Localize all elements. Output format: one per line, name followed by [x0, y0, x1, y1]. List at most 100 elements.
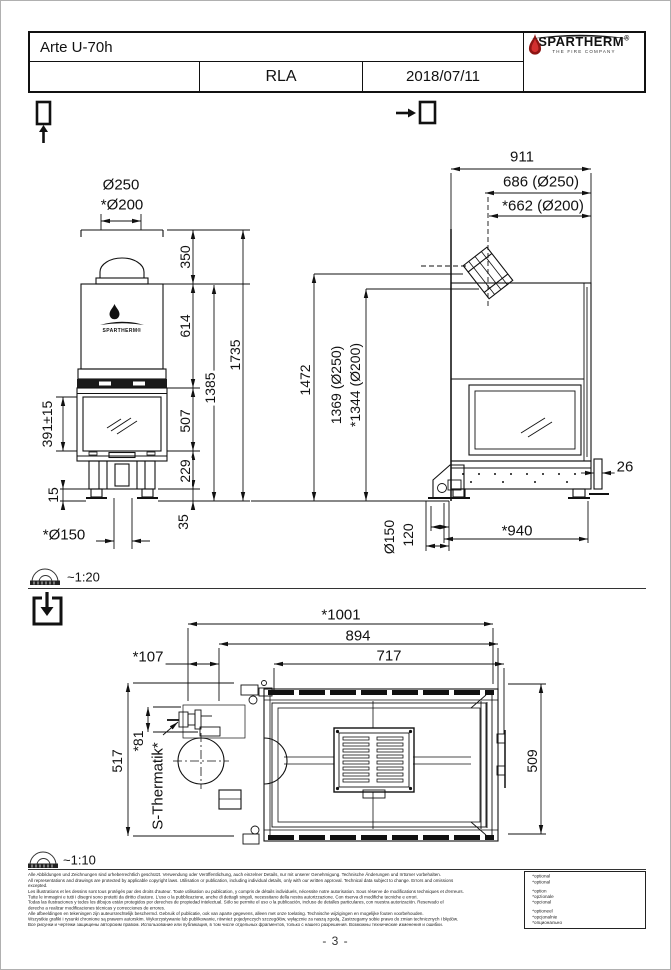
dim-front-glass-height: 507 — [177, 407, 193, 435]
plan-view-dimensions — [125, 621, 546, 837]
section-divider-1 — [28, 588, 646, 589]
drawing-logo-swoosh — [100, 321, 144, 325]
drawing-flame-icon — [109, 304, 120, 320]
rear-connector — [218, 789, 242, 810]
text-line: Les illustrations et les dessins sont to… — [28, 888, 464, 894]
text-line: *opcjonalnie — [532, 914, 558, 920]
plan-view-drawing — [167, 680, 506, 845]
dim-side-floor-flue: Ø150 — [381, 517, 397, 557]
dim-side-flue-height-200: *1344 (Ø200) — [347, 340, 363, 430]
logo-swoosh — [531, 34, 629, 39]
dim-side-base-depth: *940 — [499, 522, 535, 540]
front-view-dimensions — [53, 214, 250, 544]
side-view-dimensions — [251, 166, 617, 549]
text-line: derecho a realizar modificaciones técnic… — [28, 905, 166, 911]
dim-plan-depth-left: 517 — [109, 747, 125, 775]
text-line: *opzionale — [532, 893, 554, 900]
front-view-icon — [35, 100, 52, 143]
s-thermatik-valve — [167, 704, 246, 739]
base — [88, 460, 156, 490]
dim-front-foot-height: 15 — [45, 485, 61, 505]
dim-plan-depth-right: 509 — [524, 747, 540, 775]
convection-grille — [333, 727, 415, 799]
foot-right — [141, 488, 154, 498]
text-line: excepted. — [28, 883, 48, 889]
door-handle — [496, 730, 506, 788]
text-line: *optional — [532, 879, 551, 885]
scale-plan: ~1:10 — [63, 852, 96, 868]
brand-tagline: THE FIRE COMPANY — [552, 49, 616, 55]
scale-icon-elevations — [29, 568, 61, 586]
dim-plan-offset-81: *81 — [130, 728, 146, 754]
plan-front-frame — [480, 691, 493, 839]
scale-icon-plan — [27, 851, 59, 869]
text-line: All representations and drawings are pro… — [28, 877, 454, 883]
dim-front-height-1385: 1385 — [202, 370, 218, 406]
text-line: *опционально — [532, 919, 563, 925]
drawing-logo-text: SPARTHERM® — [102, 328, 142, 334]
dim-front-flue-diameter: Ø250 — [100, 176, 142, 194]
flame-icon — [528, 33, 542, 55]
optional-notes-group-3: *optioneel*opcjonalnie*опционально — [532, 908, 645, 925]
side-body — [450, 282, 592, 462]
dim-front-bottom-offset: 35 — [175, 512, 191, 532]
floor-flue-marks — [425, 501, 450, 551]
dim-front-hood-height: 614 — [177, 312, 193, 340]
legal-disclaimer: Alle Abbildungen und Zeichnungen sind ur… — [28, 872, 522, 929]
front-leg — [593, 458, 603, 490]
front-view-drawing — [76, 229, 168, 549]
air-intake-box — [428, 464, 468, 499]
dim-front-flue-diameter-optional: *Ø200 — [98, 196, 146, 214]
dim-front-glass-height-tol: 391±15 — [39, 398, 55, 450]
firebox — [76, 387, 168, 462]
hood — [80, 283, 164, 370]
dim-side-flue-center-250: 686 (Ø250) — [501, 173, 581, 191]
foot-left — [90, 488, 103, 498]
scale-elevations: ~1:20 — [67, 569, 100, 585]
s-thermatik-label: S-Thermatik* — [149, 740, 167, 832]
dim-side-flue-height-250: 1369 (Ø250) — [328, 343, 344, 427]
text-line: Все рисунки и чертежи защищены авторским… — [28, 921, 443, 928]
optional-notes-group-2: *option*opzionale*opcional — [532, 888, 645, 905]
text-line: Alle Abbildungen und Zeichnungen sind ur… — [28, 872, 441, 878]
base-rivets — [462, 473, 576, 483]
dim-plan-width-717: 717 — [374, 647, 404, 665]
dim-plan-width-894: 894 — [343, 627, 373, 645]
dim-side-floor-flue-offset: 120 — [400, 521, 416, 549]
side-view-drawing — [421, 197, 609, 551]
text-line: Tutte le immagini e tutti i disegni sono… — [28, 894, 418, 900]
revision-code: RLA — [200, 62, 363, 91]
dim-side-front-frame: 26 — [614, 458, 636, 476]
text-line: *optional — [532, 873, 551, 879]
side-view-icon — [396, 100, 437, 125]
side-glass — [468, 384, 582, 456]
front-glass — [82, 396, 162, 452]
flue-bulge — [263, 737, 288, 785]
plan-body — [263, 688, 499, 842]
registered-mark: ® — [624, 35, 630, 43]
page-number: - 3 - — [322, 934, 349, 948]
dim-side-height-1472: 1472 — [297, 362, 313, 398]
legal-disclaimer-text: Alle Abbildungen und Zeichnungen sind ur… — [28, 872, 521, 927]
dim-plan-total-width: *1001 — [319, 606, 363, 624]
hood-step — [77, 368, 167, 380]
title-block-empty-cell — [30, 62, 200, 91]
side-base — [450, 460, 592, 490]
brand-logo: SPARTHERM® THE FIRE COMPANY — [523, 33, 644, 91]
glass-hatch — [106, 417, 138, 435]
section-divider-2 — [28, 869, 646, 870]
text-line: *option — [532, 888, 547, 894]
text-line: *optioneel — [532, 908, 553, 914]
dim-front-total-height: 1735 — [227, 337, 243, 373]
page-title: Arte U-70h — [30, 33, 523, 62]
dim-side-total-depth: 911 — [508, 148, 536, 166]
rear-flue-circle — [177, 737, 225, 785]
dim-front-base-height: 229 — [177, 457, 193, 485]
dim-front-collar-height: 350 — [177, 243, 193, 271]
text-line: Todas las ilustraciones y todos los dibu… — [28, 899, 444, 905]
rear-mechanism — [240, 680, 273, 845]
title-block: Arte U-70h RLA 2018/07/11 SPARTHERM® THE… — [28, 31, 646, 93]
dim-plan-rear-depth: *107 — [130, 648, 166, 666]
dim-side-flue-center-200: *662 (Ø200) — [500, 197, 586, 215]
